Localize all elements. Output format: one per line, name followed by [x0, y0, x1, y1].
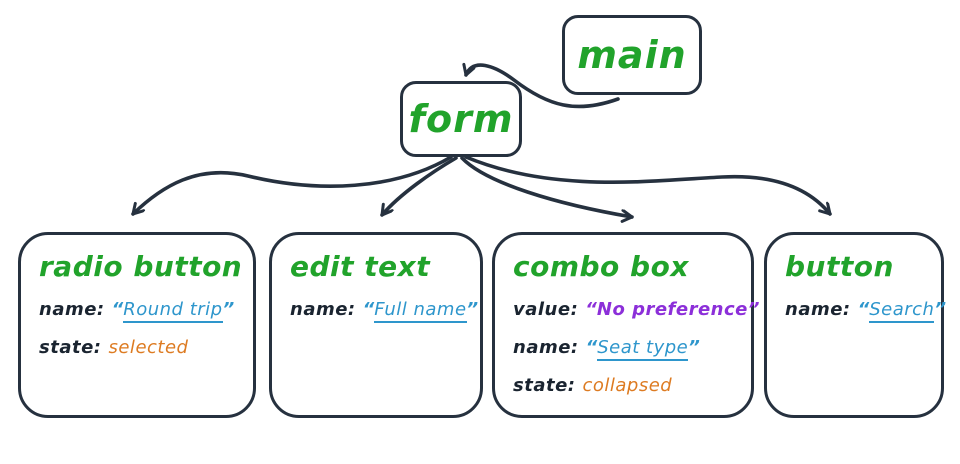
edge-form-to-combo-box	[460, 156, 634, 217]
close-quote: ”	[466, 299, 479, 320]
open-quote: “	[362, 299, 375, 320]
node-radio-button-title: radio button	[39, 250, 243, 283]
prop-key: value:	[513, 299, 579, 320]
node-button: button name: “Search”	[764, 232, 946, 418]
prop-key: name:	[513, 337, 579, 358]
node-radio-button: radio button name: “Round trip” state: sel…	[18, 232, 256, 418]
node-edit-text: edit text name: “Full name”	[269, 232, 483, 418]
open-quote: “	[585, 337, 598, 358]
prop-value-name: Seat type	[597, 337, 689, 361]
edge-form-to-button	[464, 155, 832, 216]
close-quote: ”	[934, 299, 947, 320]
close-quote: ”	[688, 337, 700, 358]
node-edit-text-title: edit text	[290, 250, 431, 283]
prop-key: state:	[513, 375, 576, 396]
node-button-title: button	[785, 250, 894, 283]
prop-value-name: Round trip	[123, 299, 223, 323]
prop-row-value: value: “No preference”	[513, 291, 759, 329]
node-combo-box: combo box value:“No preference” name:“Se…	[492, 232, 759, 418]
close-quote: ”	[747, 299, 760, 320]
prop-row-name: name: “Full name”	[290, 291, 478, 329]
prop-value-state: selected	[108, 337, 189, 358]
prop-row-name: name: “Search”	[785, 291, 946, 329]
prop-value-name: Full name	[374, 299, 467, 323]
prop-row-name: name: “Seat type”	[513, 329, 737, 367]
node-main-label: main	[577, 33, 687, 77]
prop-value-value: No preference	[596, 299, 748, 320]
prop-key: name:	[39, 299, 105, 320]
edge-form-to-edit-text	[380, 156, 458, 217]
prop-row-state: state: collapsed	[513, 367, 737, 405]
prop-key: name:	[290, 299, 356, 320]
prop-value-name: Search	[869, 299, 935, 323]
open-quote: “	[585, 299, 597, 320]
node-combo-box-title: combo box	[513, 250, 689, 283]
prop-row-name: name: “Round trip”	[39, 291, 239, 329]
open-quote: “	[857, 299, 870, 320]
node-form-label: form	[408, 97, 514, 141]
edge-form-to-radio-button	[131, 155, 453, 216]
prop-key: state:	[39, 337, 102, 358]
prop-value-state: collapsed	[582, 375, 673, 396]
prop-row-state: state: selected	[39, 329, 239, 367]
prop-key: name:	[785, 299, 851, 320]
node-main: main	[562, 15, 702, 95]
open-quote: “	[111, 299, 124, 320]
close-quote: ”	[222, 299, 235, 320]
node-form: form	[400, 81, 522, 157]
